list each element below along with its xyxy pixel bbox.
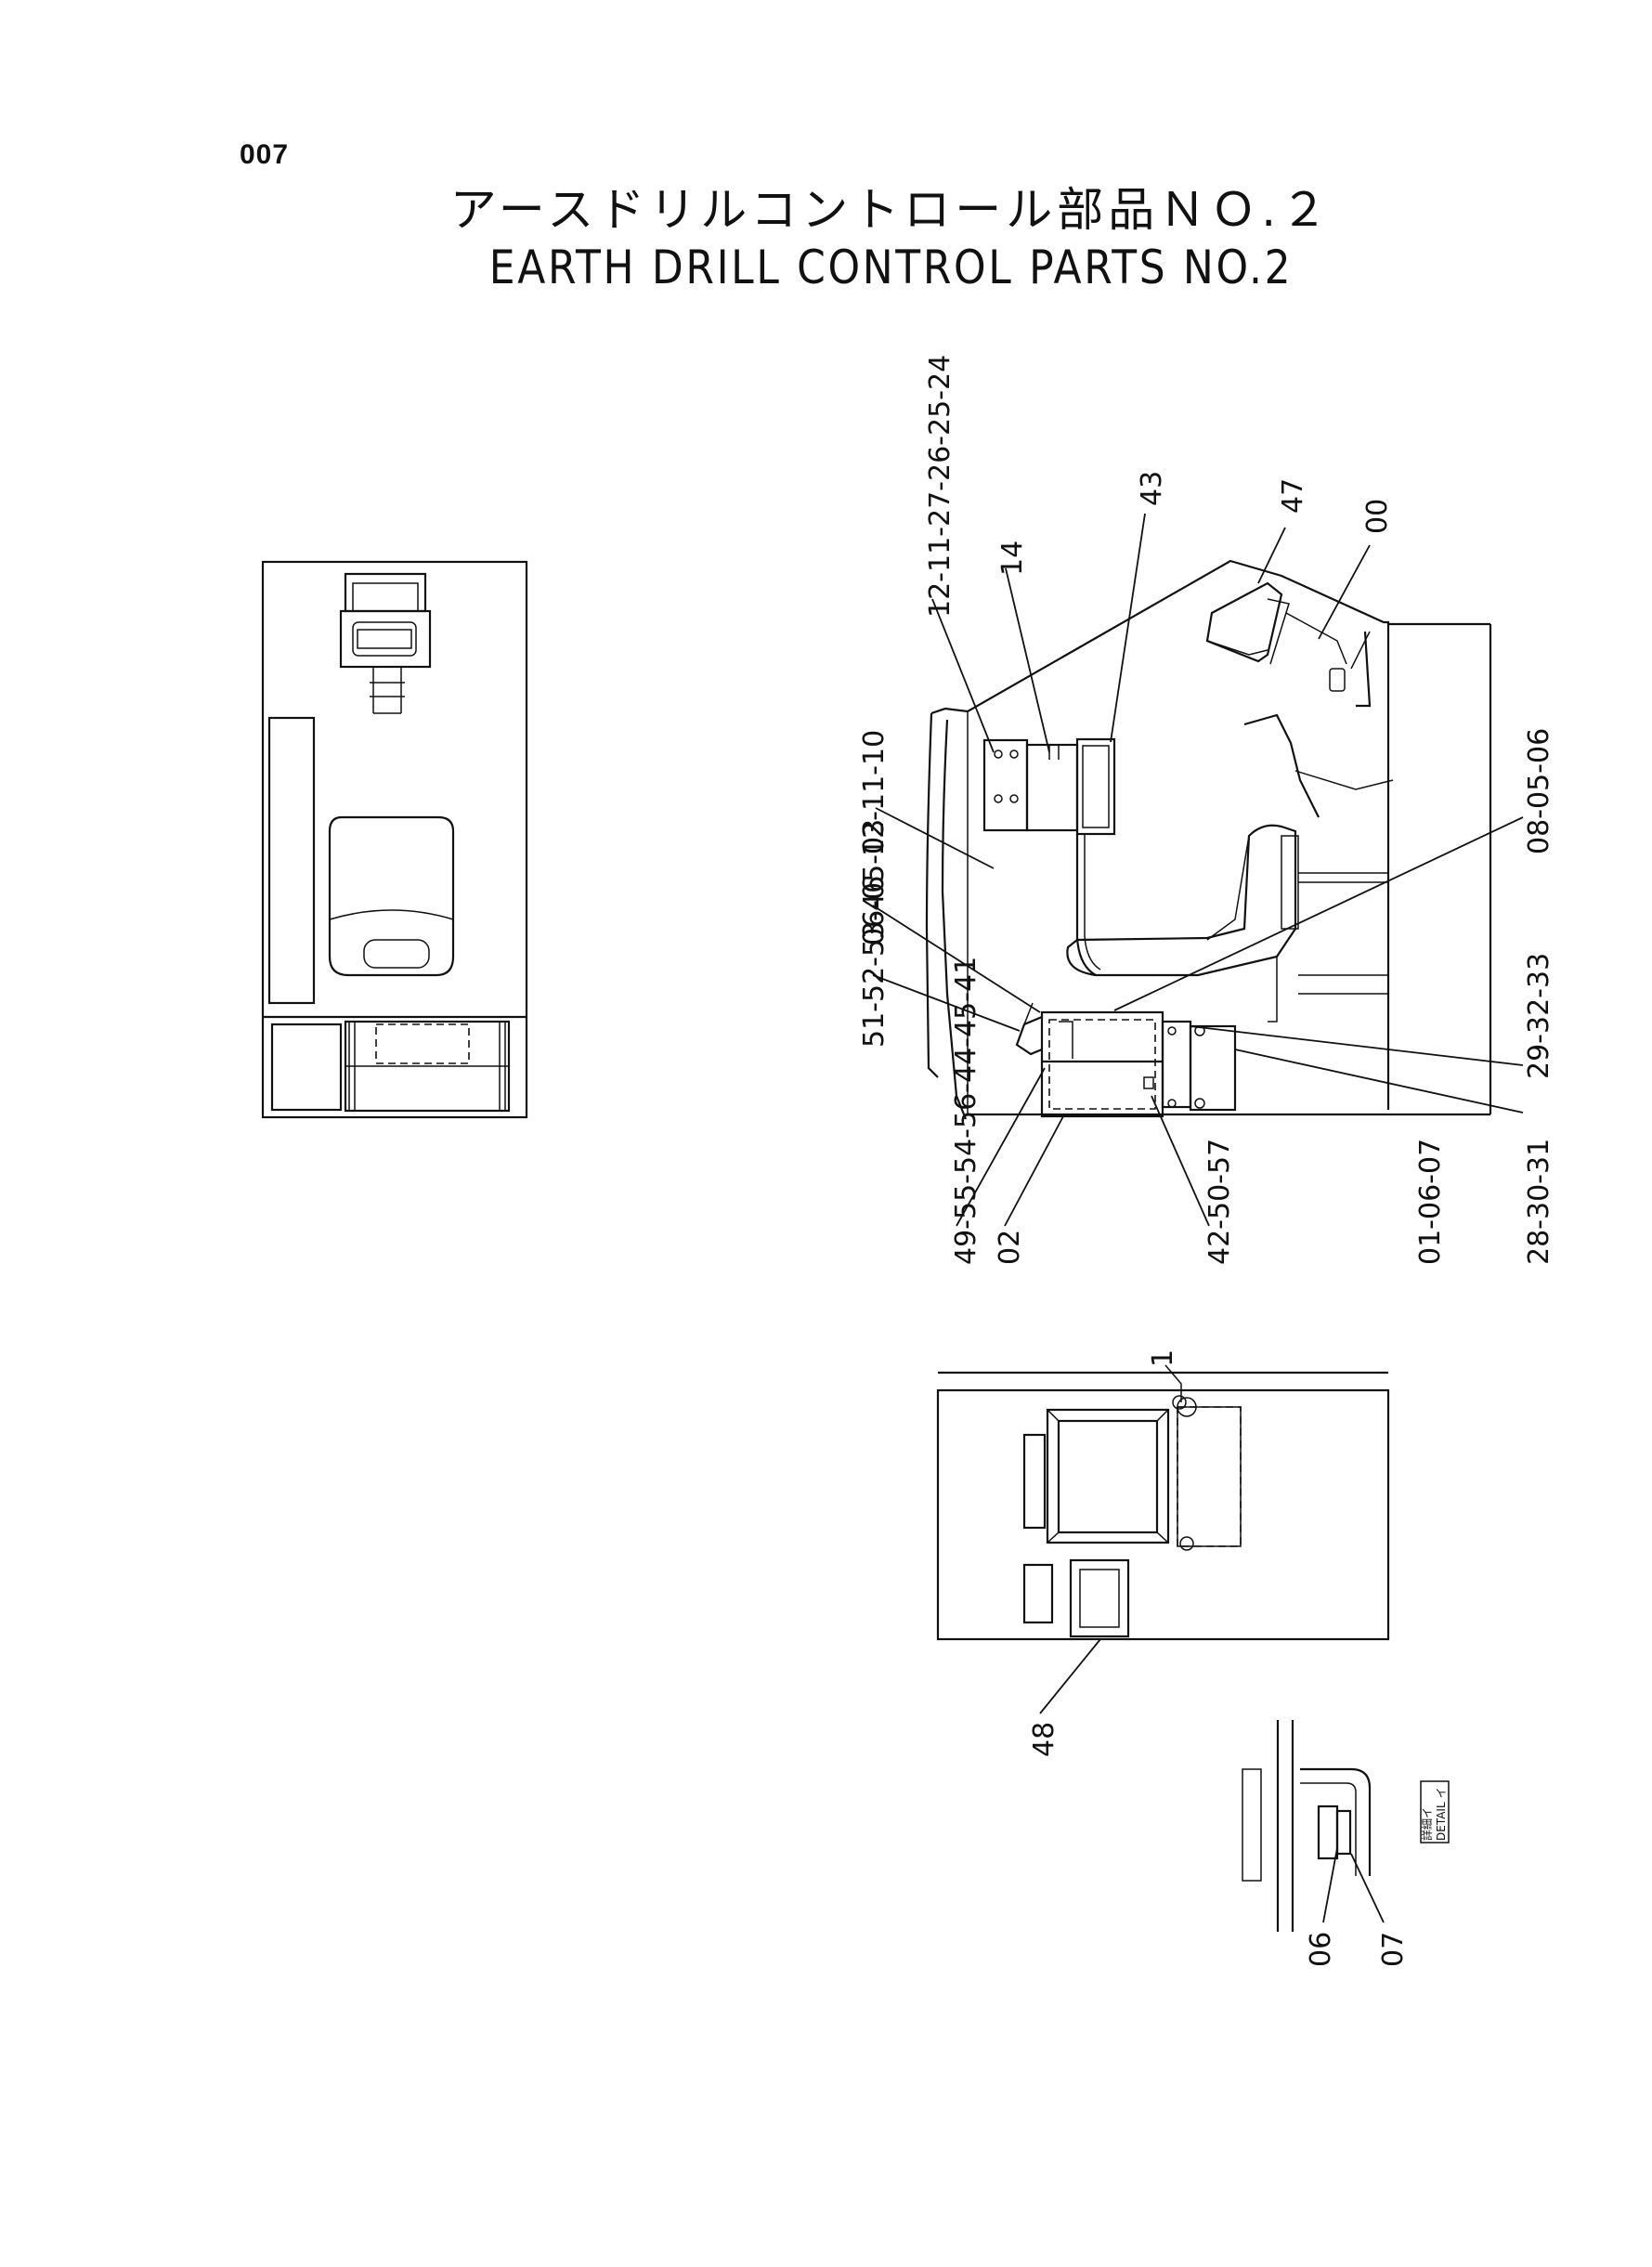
page-number: 007: [240, 139, 290, 170]
callout-00: 00: [1361, 499, 1394, 534]
callout-detail-07: 07: [1377, 1932, 1410, 1967]
lower-view: [936, 1364, 1390, 1714]
detail-label-japanese: 詳細イ: [1420, 1807, 1434, 1841]
callout-51-52-53-46: 51-52-53-46: [858, 876, 891, 1048]
callout-02: 02: [994, 1230, 1026, 1265]
callout-48: 48: [1028, 1722, 1060, 1757]
callout-42-50-57: 42-50-57: [1203, 1139, 1236, 1265]
callout-labels: 43 47 00 14 12-11-27-26-25-24 12-11-10 0…: [858, 355, 1555, 1967]
callout-12-11-27-26-25-24: 12-11-27-26-25-24: [924, 355, 956, 618]
callout-detail-06: 06: [1305, 1932, 1337, 1967]
callout-43: 43: [1136, 471, 1168, 506]
callout-14: 14: [996, 541, 1029, 576]
detail-label-english: DETAIL イ: [1435, 1788, 1448, 1841]
callout-06-05-03: 06-05-03: [858, 819, 891, 945]
plan-view: [261, 560, 528, 1119]
callout-49-55-54-56-44-45-41: 49-55-54-56-44-45-41: [950, 957, 982, 1265]
detail-view: 詳細イ DETAIL イ: [1242, 1720, 1450, 1932]
callout-12-11-10: 12-11-10: [858, 730, 891, 856]
side-view: [872, 513, 1524, 1227]
title-english: EARTH DRILL CONTROL PARTS NO.2: [488, 241, 1294, 294]
detail-label-box: [1420, 1780, 1450, 1844]
callout-29-32-33: 29-32-33: [1523, 953, 1555, 1079]
page-title: アースドリルコントロール部品ＮＯ.２ EARTH DRILL CONTROL P…: [0, 181, 1652, 296]
callout-47: 47: [1277, 478, 1309, 514]
callout-01-06-07: 01-06-07: [1414, 1139, 1447, 1265]
callout-08-05-06: 08-05-06: [1523, 728, 1555, 854]
callout-detail-1: 1: [1147, 1349, 1179, 1367]
title-japanese: アースドリルコントロール部品ＮＯ.２: [449, 183, 1333, 237]
callout-28-30-31: 28-30-31: [1523, 1139, 1555, 1265]
